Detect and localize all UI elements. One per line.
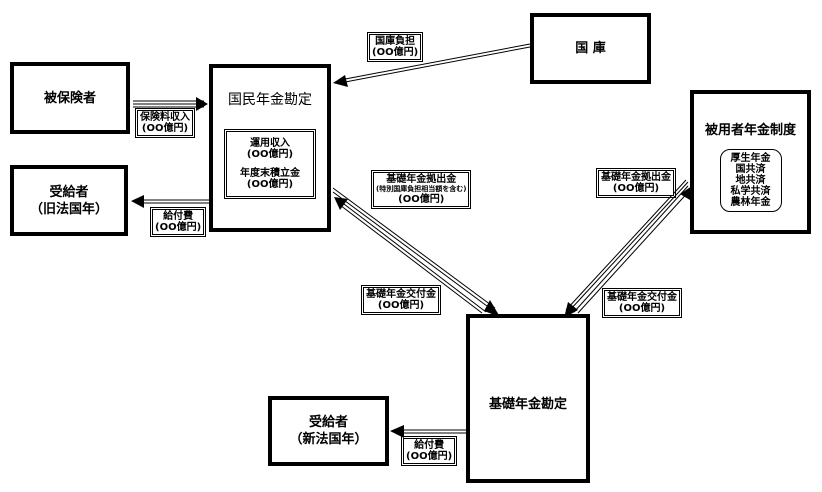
- flow-note: (特別国庫負担相当額を含む): [376, 185, 467, 193]
- recipients-new-line1: 受給者: [308, 415, 348, 430]
- basic-pension-account-box: 基礎年金勘定: [466, 314, 590, 483]
- recipients-new-line2: （新法国年）: [289, 432, 368, 447]
- year-end-reserve-label: 年度末積立金: [240, 168, 300, 179]
- national-pension-account-inner: 運用収入 (OO億円) 年度末積立金 (OO億円): [224, 129, 316, 199]
- flow-amount: (OO億円): [377, 300, 425, 311]
- member-item: 私学共済: [730, 186, 771, 197]
- flow-amount: (OO億円): [612, 183, 660, 194]
- basic-grant-np-label: 基礎年金交付金 (OO億円): [361, 285, 441, 315]
- basic-grant-emp-label: 基礎年金交付金 (OO億円): [602, 288, 682, 318]
- insured-box: 被保険者: [10, 62, 130, 134]
- basic-pension-account-title: 基礎年金勘定: [488, 397, 567, 412]
- state-subsidy-label: 国庫負担 (OO億円): [366, 32, 424, 62]
- year-end-reserve-value: (OO億円): [246, 179, 294, 190]
- investment-income-value: (OO億円): [246, 149, 294, 160]
- member-item: 農林年金: [730, 197, 771, 208]
- flow-name: 国庫負担: [375, 36, 416, 47]
- treasury-label: 国 庫: [575, 41, 606, 56]
- national-pension-account-box: 国民年金勘定 運用収入 (OO億円) 年度末積立金 (OO億円): [209, 64, 331, 232]
- arrow-benefits-old: [131, 195, 210, 208]
- employee-pension-title: 被用者年金制度: [704, 123, 796, 138]
- arrow-premium-income: [133, 97, 208, 111]
- recipients-old-line1: 受給者: [49, 184, 89, 200]
- flow-name: 給付費: [414, 440, 445, 451]
- benefits-old-label: 給付費 (OO億円): [149, 207, 207, 237]
- investment-income-label: 運用収入: [250, 138, 290, 149]
- arrow-basic-contribution-emp: [573, 185, 692, 314]
- flow-name: 基礎年金交付金: [607, 292, 677, 303]
- insured-label: 被保険者: [43, 90, 96, 106]
- recipients-old-box: 受給者 （旧法国年）: [10, 165, 128, 236]
- flow-name: 基礎年金交付金: [366, 289, 436, 300]
- recipients-old-line2: （旧法国年）: [29, 201, 108, 217]
- member-item: 厚生年金: [730, 153, 771, 164]
- premium-income-label: 保険料収入 (OO億円): [135, 108, 195, 138]
- flow-name: 基礎年金拠出金: [601, 172, 671, 183]
- flow-amount: (OO億円): [398, 194, 445, 205]
- flow-amount: (OO億円): [372, 47, 419, 58]
- benefits-new-label: 給付費 (OO億円): [400, 436, 458, 466]
- arrow-state-subsidy: [333, 43, 531, 87]
- employee-pension-box: 被用者年金制度 厚生年金 国共済 地共済 私学共済 農林年金: [690, 90, 811, 234]
- arrow-basic-grant-np: [334, 197, 487, 314]
- treasury-box: 国 庫: [530, 13, 651, 84]
- member-item: 地共済: [735, 175, 766, 186]
- member-item: 国共済: [735, 164, 766, 175]
- national-pension-account-title: 国民年金勘定: [228, 92, 312, 108]
- flow-amount: (OO億円): [406, 451, 453, 462]
- spacer: [231, 160, 309, 168]
- flow-name: 基礎年金拠出金: [386, 174, 457, 185]
- arrow-benefits-new: [390, 425, 466, 438]
- flow-name: 給付費: [163, 211, 194, 222]
- recipients-new-box: 受給者 （新法国年）: [268, 396, 389, 466]
- employee-pension-members: 厚生年金 国共済 地共済 私学共済 農林年金: [719, 149, 782, 212]
- flow-amount: (OO億円): [141, 123, 189, 134]
- basic-contribution-np-label: 基礎年金拠出金 (特別国庫負担相当額を含む) (OO億円): [370, 170, 472, 209]
- flow-amount: (OO億円): [618, 303, 666, 314]
- flow-amount: (OO億円): [155, 222, 202, 233]
- flow-name: 保険料収入: [140, 112, 190, 123]
- arrow-basic-contribution-np: [332, 187, 500, 317]
- basic-contribution-emp-label: 基礎年金拠出金 (OO億円): [596, 168, 676, 198]
